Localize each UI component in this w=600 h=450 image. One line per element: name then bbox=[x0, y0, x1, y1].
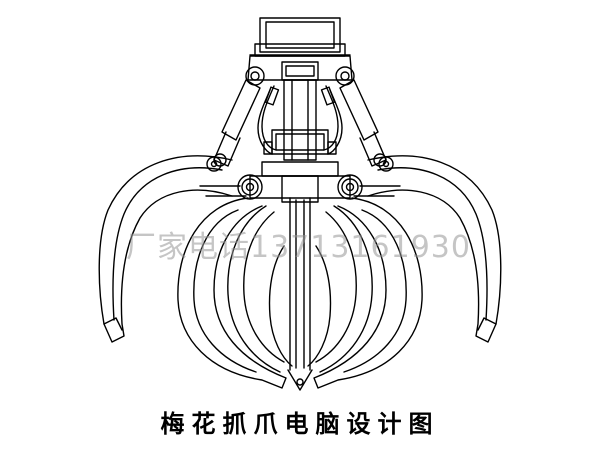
lower-hub bbox=[241, 161, 359, 203]
inner-right-tine bbox=[315, 205, 373, 373]
right-pivot bbox=[337, 174, 401, 200]
left-outer-tine bbox=[98, 155, 233, 343]
right-cylinder bbox=[339, 79, 387, 167]
central-column bbox=[271, 79, 329, 161]
phone-watermark: 厂家电话13713161930 bbox=[126, 230, 471, 265]
drawing-title: 梅花抓爪电脑设计图 bbox=[160, 410, 440, 438]
central-shaft bbox=[287, 197, 313, 391]
front-right-tine bbox=[313, 197, 423, 389]
inner-left-tine bbox=[227, 205, 285, 373]
left-cylinder bbox=[213, 79, 261, 167]
center-tine bbox=[268, 245, 332, 367]
right-outer-tine bbox=[367, 155, 502, 343]
front-left-tine bbox=[177, 197, 287, 389]
mounting-bracket bbox=[249, 17, 351, 57]
left-pivot bbox=[199, 174, 263, 200]
hydraulic-hoses bbox=[257, 85, 343, 155]
